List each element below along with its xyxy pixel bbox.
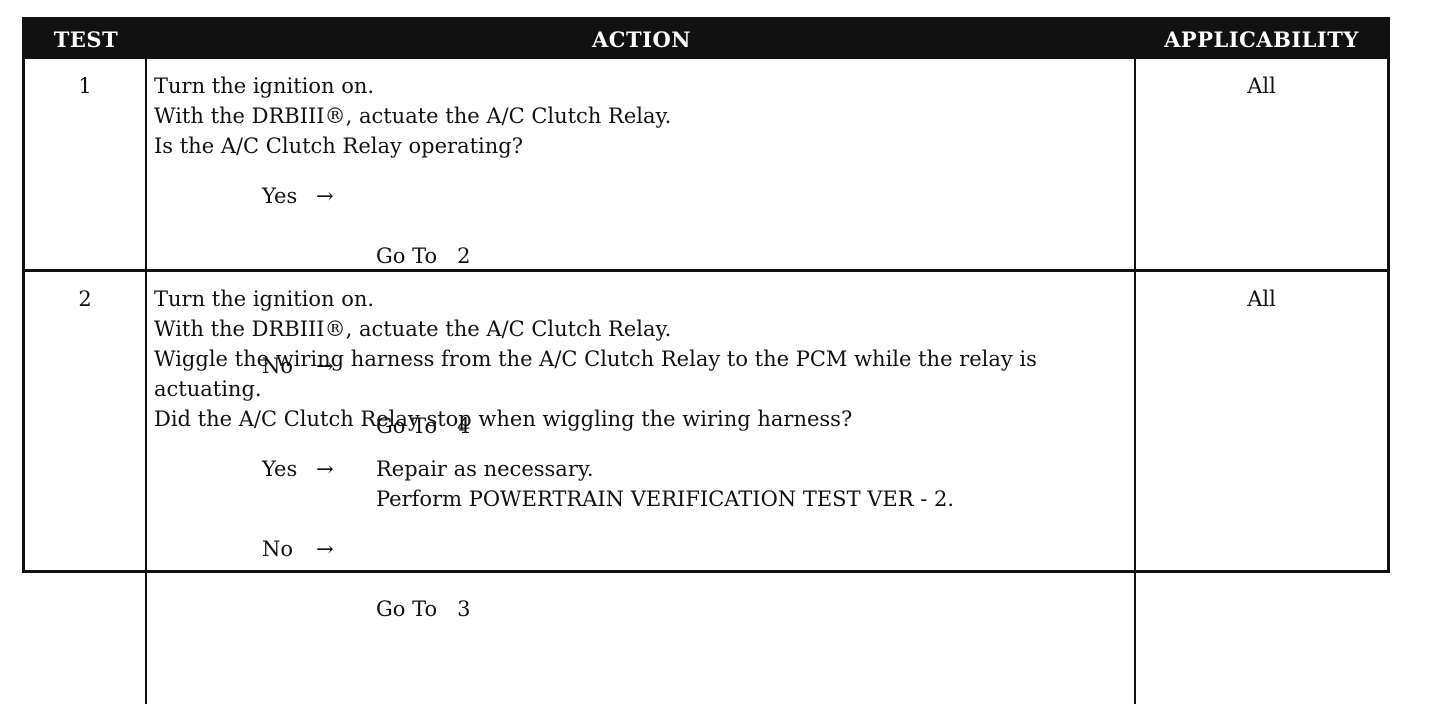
arrow-icon: → [316,354,334,378]
header-action: ACTION [147,20,1136,59]
result-line: Perform POWERTRAIN VERIFICATION TEST VER… [376,487,955,511]
action-step: Turn the ignition on. [154,287,375,311]
arrow-icon: → [316,184,334,208]
result-answer: No [262,354,294,378]
result-line: Go To 4 [376,414,471,438]
action-step: Wiggle the wiring harness from the A/C C… [154,347,1037,371]
result-yes: Yes → Repair as necessary. Perform POWER… [262,454,1134,514]
test-number: 2 [25,269,147,704]
action-cell: Turn the ignition on. With the DRBIII®, … [147,59,1136,438]
action-step: Is the A/C Clutch Relay operating? [154,134,523,158]
applicability-value: All [1136,269,1387,704]
result-line: Go To 3 [376,597,471,621]
result-answer: No [262,537,294,561]
result-line: Repair as necessary. [376,457,594,481]
action-cell: Turn the ignition on. With the DRBIII®, … [147,269,1136,704]
result-line: Go To 2 [376,244,471,268]
action-step: actuating. [154,377,262,401]
result-answer: Yes [262,457,298,481]
result-list: Yes → Go To 2 No → Go To 4 [154,181,1134,501]
header-applicability: APPLICABILITY [1136,20,1387,59]
applicability-value: All [1247,74,1276,98]
arrow-icon: → [316,457,334,481]
action-step: With the DRBIII®, actuate the A/C Clutch… [154,317,672,341]
result-action: Repair as necessary. Perform POWERTRAIN … [376,454,1134,514]
result-action: Go To 4 [376,351,1134,501]
action-step: Turn the ignition on. [154,74,375,98]
result-yes: Yes → Go To 2 [262,181,1134,331]
result-action: Go To 3 [376,534,1134,684]
test-number: 1 [25,59,147,269]
result-action: Go To 2 [376,181,1134,331]
result-no: No → Go To 3 [262,534,1134,684]
arrow-icon: → [316,537,334,561]
header-test: TEST [25,20,147,59]
result-answer: Yes [262,184,298,208]
result-list: Yes → Repair as necessary. Perform POWER… [154,454,1134,684]
result-no: No → Go To 4 [262,351,1134,501]
action-step: With the DRBIII®, actuate the A/C Clutch… [154,104,672,128]
action-step: Did the A/C Clutch Relay stop when wiggl… [154,407,853,431]
diagnostic-table: TEST ACTION APPLICABILITY 1 Turn the ign… [22,17,1390,704]
